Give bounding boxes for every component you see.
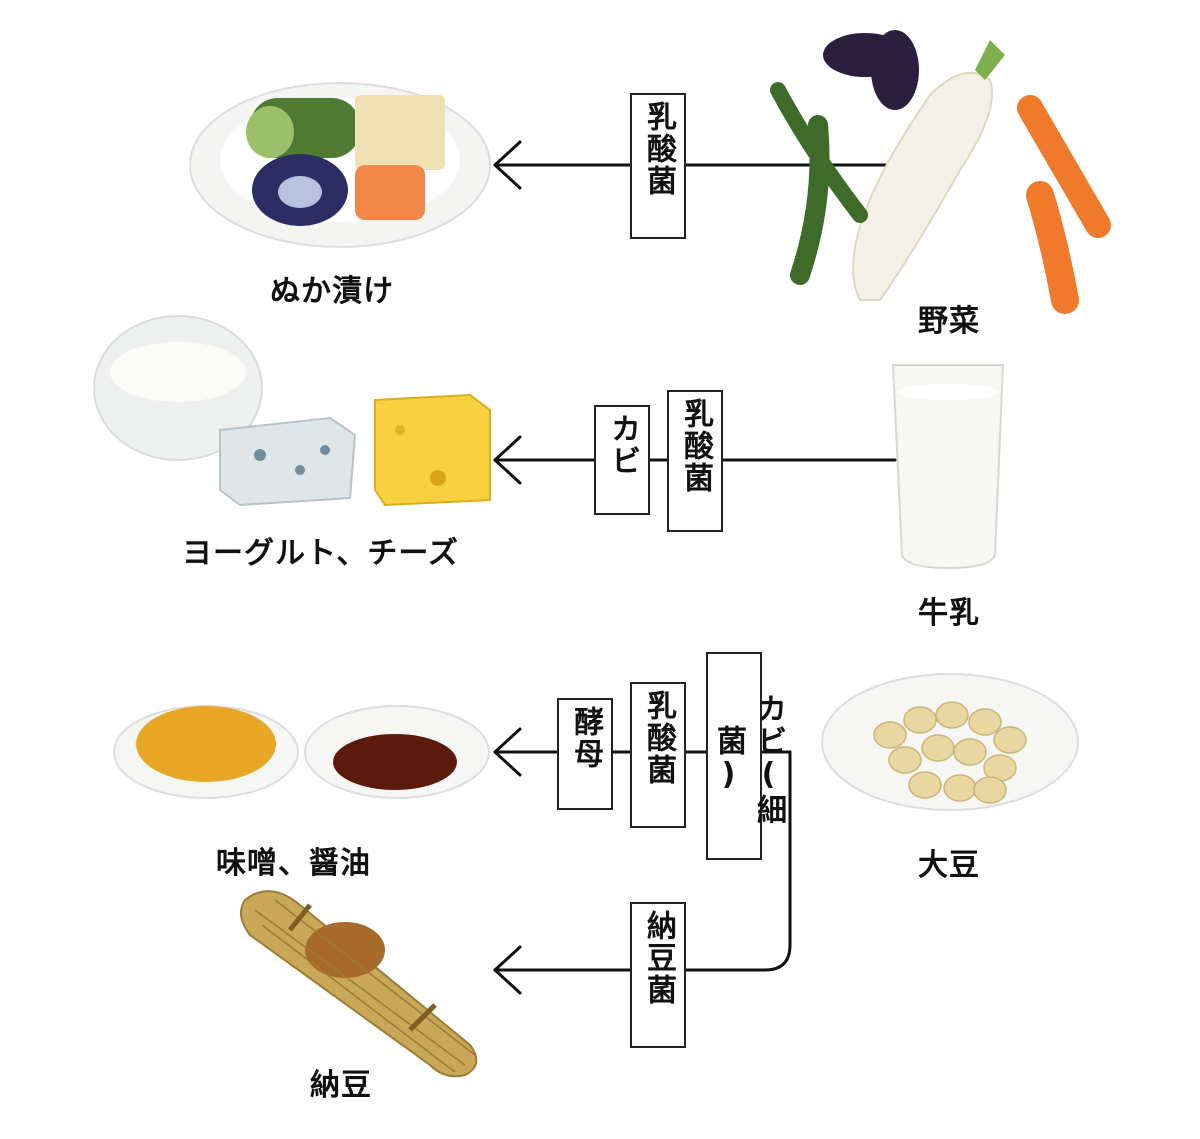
arrow-line-natto	[493, 750, 792, 972]
nukazuke-image	[189, 82, 491, 248]
product-label-yogurt-cheese: ヨーグルト、チーズ	[182, 536, 459, 571]
agent-box-lactic-acid-bacteria: 乳酸菌	[630, 682, 686, 828]
agent-box-yeast: 酵母	[557, 698, 613, 810]
agent-label: カビ(細菌)	[711, 692, 786, 826]
agent-box-mold-bacteria: カビ(細菌)	[706, 652, 786, 860]
yogurt-cheese-image	[93, 315, 491, 507]
agent-label: 酵母	[568, 706, 603, 770]
agent-box-lactic-acid-bacteria: 乳酸菌	[630, 93, 686, 239]
agent-box-natto-bacteria: 納豆菌	[630, 902, 686, 1048]
source-label-soybean: 大豆	[918, 848, 980, 883]
arrowhead-vegetables	[493, 140, 522, 190]
natto-straw-image	[240, 890, 478, 1078]
milk-glass-image	[891, 364, 1005, 570]
product-label-miso-soysauce: 味噌、醤油	[216, 846, 371, 881]
agent-label: 乳酸菌	[641, 101, 676, 197]
miso-soysauce-image	[113, 705, 490, 799]
agent-label: カビ	[605, 413, 640, 477]
vegetables-image	[770, 30, 1111, 314]
source-label-milk: 牛乳	[918, 596, 980, 631]
agent-label: 乳酸菌	[641, 690, 676, 786]
arrowhead-milk	[493, 435, 522, 485]
soybean-bowl-image	[821, 673, 1079, 811]
product-label-natto: 納豆	[310, 1068, 372, 1103]
agent-label: 乳酸菌	[678, 398, 713, 494]
arrowhead-soybean	[493, 727, 522, 777]
source-label-vegetables: 野菜	[918, 304, 980, 339]
agent-box-mold: カビ	[594, 405, 650, 515]
agent-box-lactic-acid-bacteria: 乳酸菌	[667, 390, 723, 532]
product-label-nukazuke: ぬか漬け	[270, 274, 394, 309]
arrowhead-natto	[493, 945, 522, 995]
agent-label: 納豆菌	[641, 910, 676, 1006]
